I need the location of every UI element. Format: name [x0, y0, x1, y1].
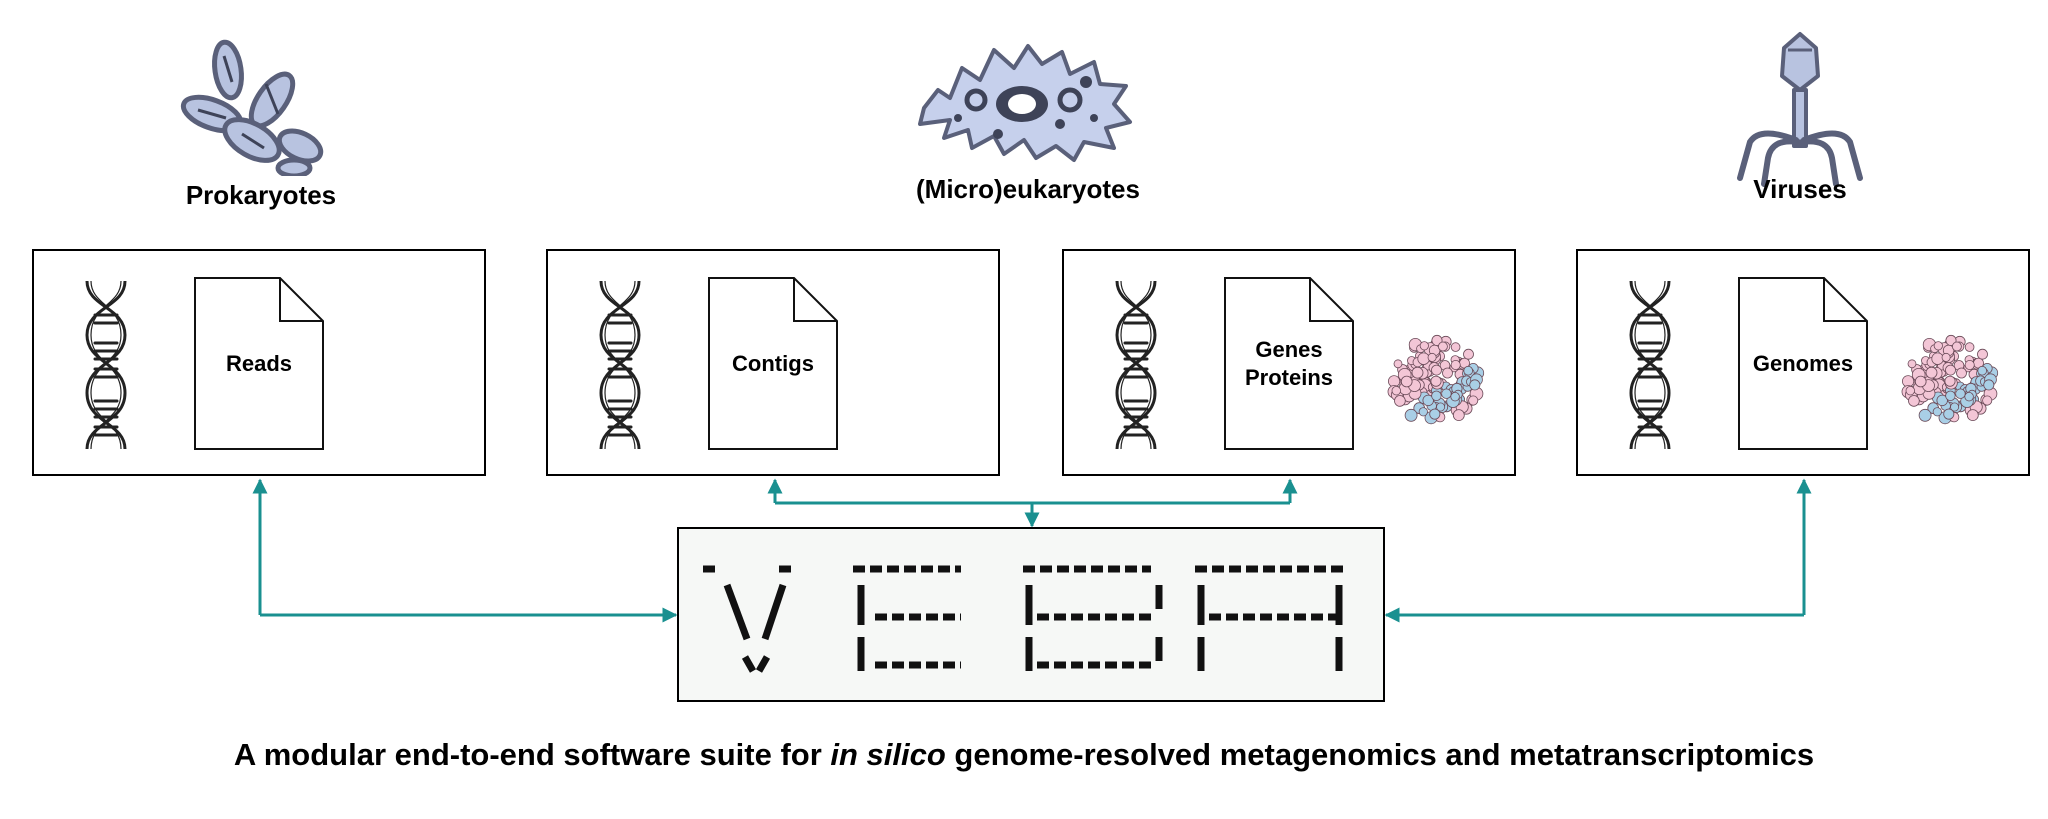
amoeba-icon — [918, 44, 1132, 162]
dna-icon — [599, 280, 641, 450]
document-label-line: Reads — [225, 350, 293, 376]
tagline: A modular end-to-end software suite for … — [233, 737, 1815, 772]
dna-icon — [1115, 280, 1157, 450]
dna-icon — [1629, 280, 1671, 450]
tagline-italic: in silico — [830, 737, 946, 772]
veba-logo — [703, 565, 1347, 673]
bacteria-icon — [180, 39, 324, 176]
bacteriophage-icon — [1737, 32, 1863, 187]
organism-label-microeukaryotes: (Micro)eukaryotes — [916, 174, 1140, 204]
document-label-line: Genomes — [1752, 350, 1854, 376]
document-icon — [1738, 277, 1868, 450]
dna-icon — [85, 280, 127, 450]
protein-structure-icon — [1901, 334, 1999, 425]
document-label-line: Proteins — [1244, 364, 1334, 390]
organism-label-viruses: Viruses — [1753, 174, 1847, 204]
document-label: Reads — [194, 277, 324, 450]
panel-genomes: Genomes — [1576, 249, 2030, 476]
document-icon — [708, 277, 838, 450]
veba-logo-box: VEBA — [677, 527, 1385, 702]
panel-contigs: Contigs — [546, 249, 1000, 476]
document-icon — [1224, 277, 1354, 450]
document-label: Genomes — [1738, 277, 1868, 450]
panel-reads: Reads — [32, 249, 486, 476]
document-label-line: Contigs — [732, 350, 814, 376]
document-label: Contigs — [708, 277, 838, 450]
document-label-line: Genes — [1255, 336, 1323, 362]
document-icon — [194, 277, 324, 450]
organism-label-prokaryotes: Prokaryotes — [185, 180, 337, 210]
protein-structure-icon — [1387, 334, 1485, 425]
